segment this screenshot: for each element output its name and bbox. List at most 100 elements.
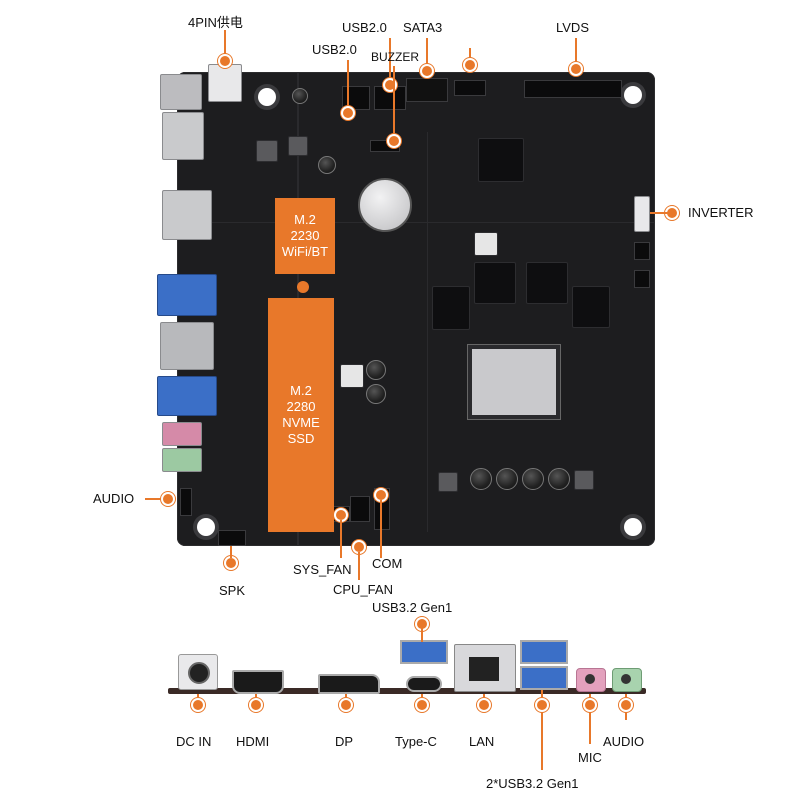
label-4pin-power: 4PIN供电 [188, 15, 243, 30]
callout-dot [465, 60, 475, 70]
label-audio-side: AUDIO [93, 491, 135, 506]
callout-dot [220, 56, 230, 66]
callout-line [145, 498, 169, 500]
label-sys-fan: SYS_FAN [293, 562, 352, 577]
callout-dot [571, 64, 581, 74]
callout-dot [376, 490, 386, 500]
callout-line [389, 38, 391, 80]
dc-jack-board [160, 74, 202, 110]
label-cpu-fan: CPU_FAN [333, 582, 393, 597]
label-usb32-dual: 2*USB3.2 Gen1 [486, 776, 579, 791]
callout-dot [163, 494, 173, 504]
inductor [574, 470, 594, 490]
m2-wifi-line-1: M.2 [294, 212, 316, 227]
callout-line [255, 694, 257, 704]
usb20-header-b [374, 86, 406, 110]
capacitor [470, 468, 492, 490]
label-lvds: LVDS [556, 20, 589, 35]
callout-dot [389, 136, 399, 146]
m2-wifi-line-3: WiFi/BT [281, 244, 329, 259]
label-inverter: INVERTER [688, 205, 754, 220]
callout-dot [343, 108, 353, 118]
dc-in-port [178, 654, 218, 690]
mount-hole-tr [624, 86, 642, 104]
label-sata3: SATA3 [403, 20, 443, 35]
label-dp: DP [335, 734, 354, 749]
cpu [467, 344, 561, 420]
capacitor [318, 156, 336, 174]
callout-dot [385, 80, 395, 90]
mic-jack-board [162, 422, 202, 446]
label-usb32-top: USB3.2 Gen1 [372, 600, 453, 615]
usb20-header-a [342, 86, 370, 110]
callout-dot [479, 700, 489, 710]
m2-nvme-line-4: SSD [287, 431, 315, 446]
callout-dot [251, 700, 261, 710]
mount-hole-br [624, 518, 642, 536]
label-spk: SPK [219, 583, 246, 598]
qr-label [474, 232, 498, 256]
cpu-fan-header [350, 496, 370, 522]
audio-jack-board [162, 448, 202, 472]
mic-jack [576, 668, 606, 692]
label-lan: LAN [469, 734, 495, 749]
m2-standoff [297, 281, 309, 293]
capacitor [548, 468, 570, 490]
sata-connector [406, 78, 448, 102]
callout-dot [585, 700, 595, 710]
callout-line [650, 212, 668, 214]
callout-line [345, 694, 347, 704]
callout-line [347, 60, 349, 110]
label-hdmi: HDMI [236, 734, 270, 749]
callout-line [575, 38, 577, 64]
capacitor [292, 88, 308, 104]
capacitor [366, 384, 386, 404]
io-panel-bar [168, 688, 646, 694]
hdmi-port [232, 670, 284, 694]
dp-port [318, 674, 380, 694]
callout-dot [341, 700, 351, 710]
callout-dot [417, 619, 427, 629]
usb32-port-dual-2 [520, 666, 568, 690]
callout-dot [193, 700, 203, 710]
callout-dot [226, 558, 236, 568]
callout-line [469, 48, 471, 60]
callout-line [421, 628, 423, 642]
callout-dot [417, 700, 427, 710]
ram-chip-2 [526, 262, 568, 304]
io-chip [478, 138, 524, 182]
label-usb20-b: USB2.0 [312, 42, 357, 57]
usb3-port-board-2 [157, 376, 217, 416]
audio-jack [612, 668, 642, 692]
usb32-port-dual-1 [520, 640, 568, 664]
callout-dot [354, 542, 364, 552]
spk-header [218, 530, 246, 546]
label-buzzer: BUZZER [371, 50, 419, 64]
label-mic: MIC [578, 750, 602, 765]
usb3-port-board-1 [157, 274, 217, 316]
m2-2280-nvme-slot: M.2 2280 NVME SSD [268, 298, 334, 532]
callout-line [421, 694, 423, 704]
right-small-header-2 [634, 270, 650, 288]
callout-dot [621, 700, 631, 710]
callout-line [230, 546, 232, 558]
inverter-connector [634, 196, 650, 232]
callout-line [358, 552, 360, 580]
qr-label-2 [340, 364, 364, 388]
callout-line [197, 694, 199, 704]
callout-line [380, 500, 382, 558]
label-typec: Type-C [395, 734, 437, 749]
label-com: COM [372, 556, 403, 571]
callout-dot [336, 510, 346, 520]
mount-hole-bl [197, 518, 215, 536]
audio-header [180, 488, 192, 516]
m2-nvme-line-2: 2280 [286, 399, 316, 414]
callout-dot [537, 700, 547, 710]
callout-dot [422, 66, 432, 76]
callout-line [426, 38, 428, 68]
ram-chip-4 [572, 286, 610, 328]
m2-2230-wifi-slot: M.2 2230 WiFi/BT [275, 198, 335, 274]
capacitor [522, 468, 544, 490]
label-usb20-a: USB2.0 [342, 20, 387, 35]
label-audio-io: AUDIO [603, 734, 645, 749]
